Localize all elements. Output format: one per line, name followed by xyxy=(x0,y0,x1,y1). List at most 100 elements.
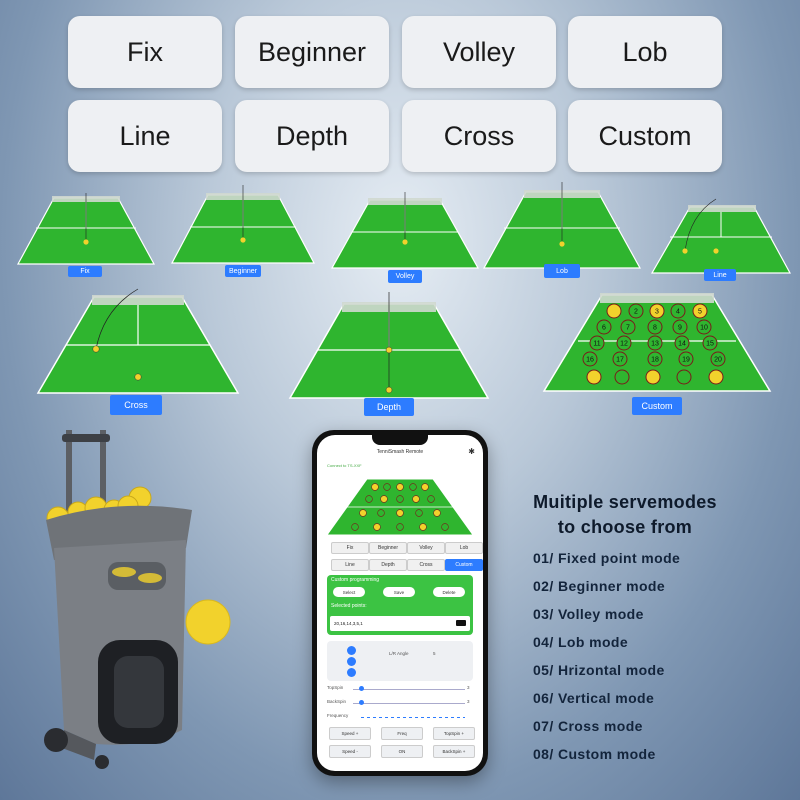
target-point xyxy=(670,303,686,319)
court-cross-diagram xyxy=(36,288,240,394)
topspin-slider[interactable]: TopSpin 3 xyxy=(327,685,473,693)
target-number: 19 xyxy=(682,357,690,364)
court-lob: Lob xyxy=(482,182,642,282)
target-point xyxy=(674,335,690,351)
mode-button-line[interactable]: Line xyxy=(68,100,222,172)
mode-button-fix[interactable]: Fix xyxy=(68,16,222,88)
mode-button-volley[interactable]: Volley xyxy=(402,16,556,88)
app-mode-line[interactable]: Line xyxy=(331,559,369,571)
target-number: 13 xyxy=(651,341,659,348)
app-mode-fix[interactable]: Fix xyxy=(331,542,369,554)
app-mode-beginner[interactable]: Beginner xyxy=(369,542,407,554)
target-point[interactable] xyxy=(419,523,427,531)
backspin-up-button[interactable]: BackSpin + xyxy=(433,745,475,758)
ball-icon xyxy=(240,237,246,243)
target-point[interactable] xyxy=(433,509,441,517)
target-number: 17 xyxy=(616,357,624,364)
target-point xyxy=(676,369,692,385)
target-point[interactable] xyxy=(441,523,449,531)
selected-points-label: Selected points: xyxy=(331,603,367,609)
target-number: 9 xyxy=(678,325,682,332)
court-depth: Depth xyxy=(288,290,490,418)
target-point xyxy=(710,351,726,367)
app-court-diagram[interactable] xyxy=(325,473,475,542)
target-number: 15 xyxy=(706,341,714,348)
court-fix-diagram xyxy=(16,193,156,265)
mode-button-lob[interactable]: Lob xyxy=(568,16,722,88)
speed-down-button[interactable]: Speed - xyxy=(329,745,371,758)
target-point[interactable] xyxy=(409,483,417,491)
target-point xyxy=(628,303,644,319)
topspin-label: TopSpin xyxy=(327,685,344,690)
freq-button[interactable]: Freq xyxy=(381,727,423,740)
target-point[interactable] xyxy=(380,495,388,503)
list-item: 05/ Hrizontal mode xyxy=(533,662,665,678)
court-label-lob: Lob xyxy=(544,264,580,278)
target-point[interactable] xyxy=(427,495,435,503)
custom-programming-label: Custom programming xyxy=(331,577,380,583)
select-button[interactable]: Select xyxy=(333,587,365,597)
list-item: 04/ Lob mode xyxy=(533,634,629,650)
target-point[interactable] xyxy=(396,495,404,503)
angle-down-button[interactable] xyxy=(347,668,356,677)
mode-button-beginner[interactable]: Beginner xyxy=(235,16,389,88)
mode-button-depth[interactable]: Depth xyxy=(235,100,389,172)
frequency-slider[interactable]: Frequency xyxy=(327,713,473,721)
target-point xyxy=(582,351,598,367)
court-fix: Fix xyxy=(16,190,156,280)
list-item: 02/ Beginner mode xyxy=(533,578,666,594)
target-number: 3 xyxy=(655,309,659,316)
slider-knob[interactable] xyxy=(359,700,364,705)
topspin-value: 3 xyxy=(467,685,470,690)
app-mode-depth[interactable]: Depth xyxy=(369,559,407,571)
target-point xyxy=(702,335,718,351)
app-mode-cross[interactable]: Cross xyxy=(407,559,445,571)
headline-line-2: to choose from xyxy=(557,517,693,537)
save-button[interactable]: Save xyxy=(383,587,415,597)
list-item: 08/ Custom mode xyxy=(533,746,656,762)
target-point[interactable] xyxy=(371,483,379,491)
court-beginner-diagram xyxy=(171,185,315,264)
target-point[interactable] xyxy=(415,509,423,517)
mode-button-custom[interactable]: Custom xyxy=(568,100,722,172)
lr-angle-value: 5 xyxy=(433,651,436,656)
target-number: 16 xyxy=(586,357,594,364)
target-point[interactable] xyxy=(373,523,381,531)
app-mode-lob[interactable]: Lob xyxy=(445,542,483,554)
bluetooth-icon[interactable]: ✱ xyxy=(468,447,475,456)
list-item: 03/ Volley mode xyxy=(533,606,644,622)
angle-left-button[interactable] xyxy=(347,657,356,666)
topspin-up-button[interactable]: TopSpin + xyxy=(433,727,475,740)
frequency-label: Frequency xyxy=(327,713,349,718)
target-point xyxy=(647,319,663,335)
angle-up-button[interactable] xyxy=(347,646,356,655)
connection-status: Connect to TS-XXF xyxy=(327,463,362,468)
target-point[interactable] xyxy=(377,509,385,517)
target-point xyxy=(614,369,630,385)
target-point[interactable] xyxy=(383,483,391,491)
target-point[interactable] xyxy=(351,523,359,531)
delete-button[interactable]: Delete xyxy=(433,587,465,597)
target-point[interactable] xyxy=(396,523,404,531)
mode-button-cross[interactable]: Cross xyxy=(402,100,556,172)
list-item: 06/ Vertical mode xyxy=(533,690,655,706)
target-point[interactable] xyxy=(359,509,367,517)
app-mode-volley[interactable]: Volley xyxy=(407,542,445,554)
slider-knob[interactable] xyxy=(359,686,364,691)
target-point[interactable] xyxy=(396,483,404,491)
app-mode-custom[interactable]: Custom xyxy=(445,559,483,571)
ball-machine-image xyxy=(36,430,256,775)
target-number: 18 xyxy=(651,357,659,364)
target-point[interactable] xyxy=(421,483,429,491)
target-point[interactable] xyxy=(412,495,420,503)
target-point xyxy=(620,319,636,335)
target-point xyxy=(586,369,602,385)
backspace-icon[interactable] xyxy=(456,620,466,626)
on-button[interactable]: ON xyxy=(381,745,423,758)
backspin-slider[interactable]: BackSpin 3 xyxy=(327,699,473,707)
target-point[interactable] xyxy=(396,509,404,517)
selected-points-field[interactable]: 20,16,14,3,5,1 xyxy=(330,616,470,631)
speed-up-button[interactable]: Speed + xyxy=(329,727,371,740)
target-point[interactable] xyxy=(365,495,373,503)
